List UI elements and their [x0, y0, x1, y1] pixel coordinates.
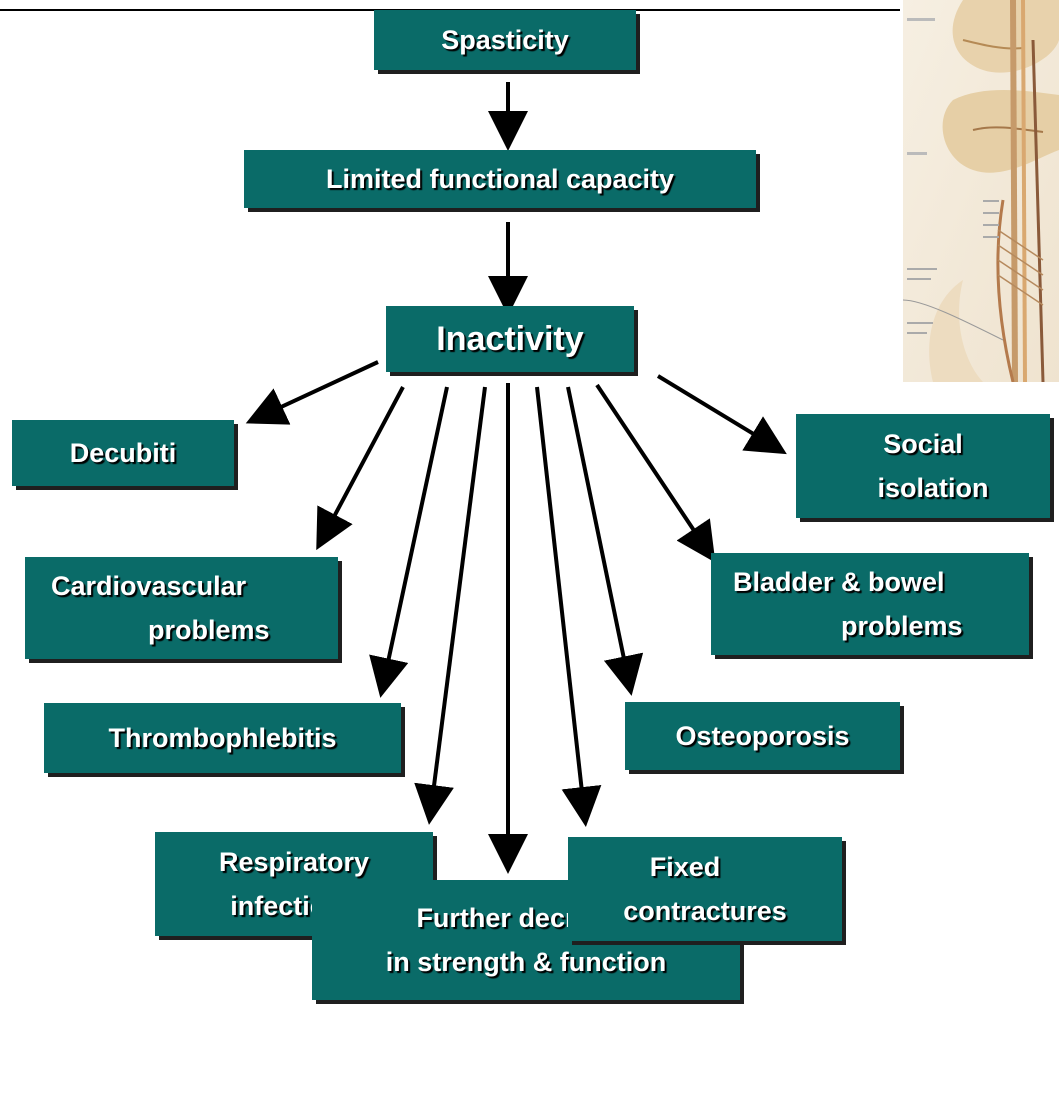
- arrow-to-fixed: [535, 386, 602, 827]
- node-cardio-line2: problems: [148, 615, 270, 645]
- node-bladder-line2: problems: [841, 611, 963, 641]
- node-inactivity-label: Inactivity: [436, 320, 584, 358]
- node-respiratory-line1: Respiratory: [218, 847, 370, 877]
- arrow-to-respiratory: [414, 386, 487, 825]
- node-fixed-contractures: Fixed contractures: [568, 837, 842, 941]
- node-osteoporosis: Osteoporosis: [625, 702, 900, 770]
- node-fixed-line1: Fixed: [649, 852, 721, 882]
- node-bladder-line1: Bladder & bowel: [733, 567, 945, 597]
- node-cardio-line1: Cardiovascular: [51, 571, 247, 601]
- node-spasticity-label: Spasticity: [441, 25, 569, 55]
- node-social-isolation: Social isolation: [796, 414, 1050, 518]
- arrow-to-thrombophlebitis: [369, 386, 449, 698]
- node-thrombo-label: Thrombophlebitis: [108, 723, 337, 753]
- node-spasticity: Spasticity: [374, 10, 636, 70]
- node-limited-functional-capacity: Limited functional capacity: [244, 150, 756, 208]
- node-further-line2: in strength & function: [385, 947, 667, 977]
- node-osteo-label: Osteoporosis: [675, 721, 850, 751]
- arrow-to-social: [656, 374, 787, 455]
- node-decubiti: Decubiti: [12, 420, 234, 486]
- node-social-line2: isolation: [877, 473, 989, 503]
- node-inactivity: Inactivity: [386, 306, 634, 372]
- node-decubiti-label: Decubiti: [69, 438, 177, 468]
- node-fixed-line2: contractures: [623, 896, 787, 926]
- node-thrombophlebitis: Thrombophlebitis: [44, 703, 401, 773]
- node-cardiovascular-problems: Cardiovascular problems: [25, 557, 338, 659]
- node-limited-label: Limited functional capacity: [325, 164, 675, 194]
- arrow-to-cardiovascular: [316, 386, 405, 551]
- spinal-cord-illustration: [903, 0, 1059, 382]
- arrow-to-osteoporosis: [566, 386, 644, 696]
- node-bladder-bowel-problems: Bladder & bowel problems: [711, 553, 1029, 655]
- arrow-to-bladder: [595, 383, 716, 563]
- arrow-to-decubiti: [245, 360, 379, 425]
- node-social-line1: Social: [883, 429, 963, 459]
